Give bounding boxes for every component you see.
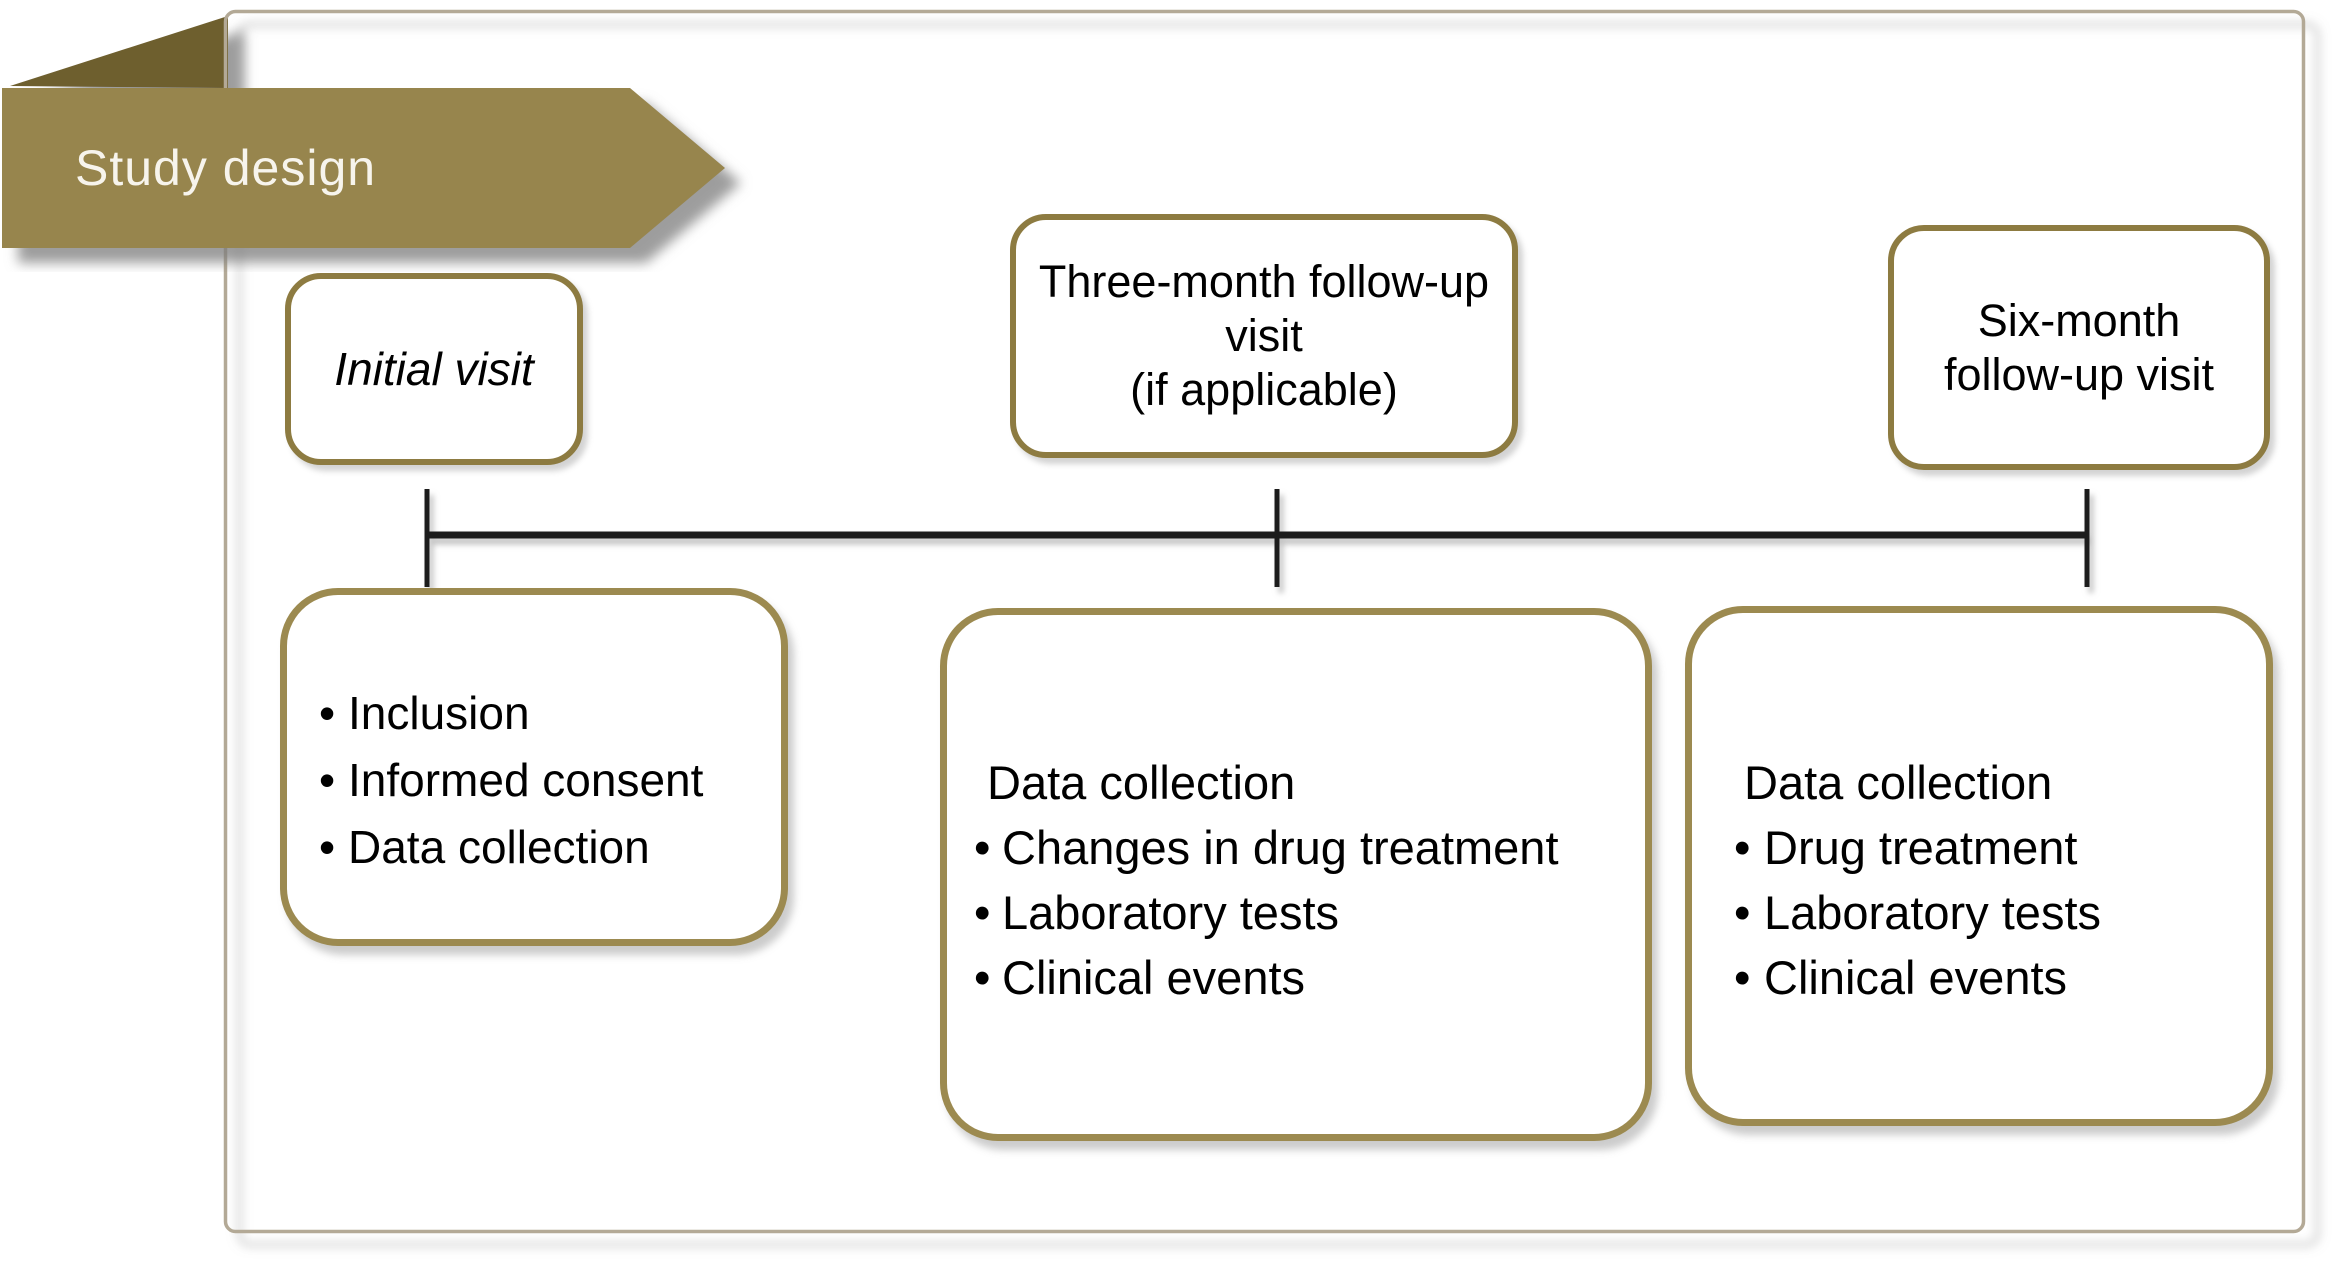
list-item: Clinical events (1734, 945, 2260, 1010)
box-three-month-line-3: (if applicable) (1130, 364, 1398, 415)
list-item: Changes in drug treatment (974, 815, 1635, 880)
three-month-details-list: Data collection Changes in drug treatmen… (974, 750, 1635, 1010)
box-three-month-details: Data collection Changes in drug treatmen… (940, 608, 1652, 1141)
box-three-month-line-2: visit (1225, 310, 1303, 361)
box-three-month-line-1: Three-month follow-up (1038, 256, 1490, 307)
banner-fold-triangle (10, 16, 228, 88)
box-six-month-details: Data collection Drug treatment Laborator… (1685, 606, 2273, 1126)
banner-arrow (2, 88, 725, 248)
banner-title: Study design (75, 140, 377, 196)
box-six-month-line-1: Six-month (1977, 294, 2181, 346)
list-item: Inclusion (319, 680, 771, 747)
box-initial-visit-details: Inclusion Informed consent Data collecti… (280, 588, 788, 946)
list-item: Laboratory tests (974, 880, 1635, 945)
list-item: Informed consent (319, 747, 771, 814)
list-item: Clinical events (974, 945, 1635, 1010)
data-collection-heading: Data collection (987, 756, 1296, 809)
list-item: Laboratory tests (1734, 880, 2260, 945)
box-initial-visit-label: Initial visit (334, 343, 534, 395)
box-initial-visit: Initial visit (285, 273, 583, 465)
box-six-month-line-2: follow-up visit (1943, 348, 2215, 400)
data-collection-heading: Data collection (1744, 756, 2053, 809)
outer-frame (223, 9, 2306, 1234)
box-six-month-visit: Six-month follow-up visit (1888, 225, 2270, 470)
initial-visit-details-list: Inclusion Informed consent Data collecti… (319, 680, 771, 881)
timeline (424, 489, 2090, 587)
list-item: Drug treatment (1734, 815, 2260, 880)
six-month-details-list: Data collection Drug treatment Laborator… (1734, 750, 2260, 1010)
box-three-month-visit: Three-month follow-up visit (if applicab… (1010, 214, 1518, 458)
list-item: Data collection (319, 814, 771, 881)
